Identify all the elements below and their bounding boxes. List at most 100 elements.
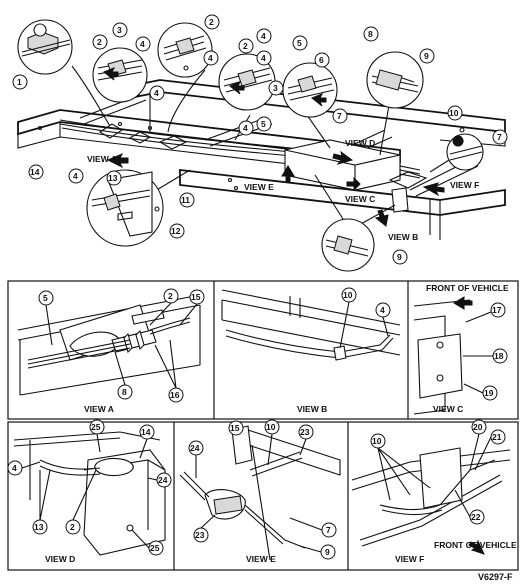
callout-8: 8 <box>363 26 379 42</box>
callout-18: 18 <box>492 348 508 364</box>
svg-text:4: 4 <box>73 171 78 181</box>
fuel-lines-overview <box>59 119 428 213</box>
view-b-label-overview: VIEW B <box>388 232 418 242</box>
callout-1: 1 <box>12 74 28 90</box>
svg-text:13: 13 <box>108 173 118 183</box>
svg-text:10: 10 <box>372 436 382 446</box>
detail-circle-clip-1 <box>17 19 73 75</box>
callout-4: 4 <box>238 120 254 136</box>
svg-text:2: 2 <box>70 522 75 532</box>
callout-10: 10 <box>447 105 463 121</box>
svg-text:5: 5 <box>261 119 266 129</box>
detail-circle-clip-10 <box>446 133 484 171</box>
callout-10: 10 <box>370 433 386 449</box>
callout-22: 22 <box>469 509 485 525</box>
callout-24: 24 <box>156 472 172 488</box>
callout-5: 5 <box>292 35 308 51</box>
svg-text:25: 25 <box>91 422 101 432</box>
svg-text:7: 7 <box>326 525 331 535</box>
callout-3: 3 <box>112 22 128 38</box>
callout-11: 11 <box>179 192 195 208</box>
svg-text:5: 5 <box>297 38 302 48</box>
svg-text:4: 4 <box>208 53 213 63</box>
view-b-label: VIEW B <box>297 404 327 414</box>
svg-text:20: 20 <box>473 422 483 432</box>
svg-text:8: 8 <box>368 29 373 39</box>
callout-4: 4 <box>135 36 151 52</box>
view-e-label-overview: VIEW E <box>244 182 274 192</box>
callout-2: 2 <box>65 519 81 535</box>
svg-text:25: 25 <box>150 543 160 553</box>
detail-circle-bracket-11-12-13 <box>86 169 164 247</box>
svg-text:23: 23 <box>300 427 310 437</box>
view-b-panel <box>221 289 401 361</box>
svg-text:9: 9 <box>325 547 330 557</box>
svg-text:11: 11 <box>181 195 190 205</box>
svg-text:17: 17 <box>492 305 502 315</box>
callout-21: 21 <box>490 429 506 445</box>
callout-4: 4 <box>256 28 272 44</box>
callout-2: 2 <box>163 288 179 304</box>
callout-14: 14 <box>139 424 155 440</box>
view-c-label-overview: VIEW C <box>345 194 375 204</box>
svg-text:24: 24 <box>158 475 168 485</box>
callout-23: 23 <box>298 424 314 440</box>
view-d-label: VIEW D <box>45 554 75 564</box>
callout-23: 23 <box>193 527 209 543</box>
figure-id: V6297-F <box>478 572 513 582</box>
view-c-label: VIEW C <box>433 404 463 414</box>
callout-13: 13 <box>106 170 122 186</box>
svg-text:3: 3 <box>117 25 122 35</box>
callout-9: 9 <box>320 544 336 560</box>
svg-text:13: 13 <box>34 522 44 532</box>
svg-text:10: 10 <box>266 422 276 432</box>
detail-circle-clip-9 <box>321 218 375 272</box>
detail-circle-clip-5-6-7 <box>282 62 338 118</box>
svg-text:2: 2 <box>97 37 102 47</box>
callout-17: 17 <box>490 302 506 318</box>
callout-12: 12 <box>169 223 185 239</box>
callout-19: 19 <box>482 385 498 401</box>
view-f-label-overview: VIEW F <box>450 180 479 190</box>
callout-25: 25 <box>89 419 105 435</box>
svg-text:14: 14 <box>30 167 40 177</box>
callout-7: 7 <box>492 129 508 145</box>
svg-text:24: 24 <box>190 443 200 453</box>
callout-25: 25 <box>148 540 164 556</box>
svg-text:15: 15 <box>191 292 201 302</box>
callout-5: 5 <box>256 116 272 132</box>
svg-text:4: 4 <box>12 463 17 473</box>
callout-9: 9 <box>419 48 435 64</box>
svg-text:5: 5 <box>43 293 48 303</box>
view-f-panel <box>351 447 511 547</box>
view-e-label: VIEW E <box>246 554 276 564</box>
svg-text:1: 1 <box>17 77 22 87</box>
callout-2: 2 <box>204 14 220 30</box>
svg-text:9: 9 <box>397 252 402 262</box>
callout-14: 14 <box>28 164 44 180</box>
callout-4: 4 <box>256 50 272 66</box>
svg-text:4: 4 <box>154 88 159 98</box>
callout-4: 4 <box>375 302 391 318</box>
view-d-panel <box>13 431 166 556</box>
callout-10: 10 <box>264 419 280 435</box>
callout-16: 16 <box>168 387 184 403</box>
svg-text:4: 4 <box>261 31 266 41</box>
callout-2: 2 <box>92 34 108 50</box>
svg-text:7: 7 <box>337 111 342 121</box>
view-a-label-overview: VIEW A <box>87 154 117 164</box>
callout-4: 4 <box>68 168 84 184</box>
view-arrows-overview <box>106 150 445 227</box>
svg-text:2: 2 <box>243 41 248 51</box>
svg-text:22: 22 <box>471 512 481 522</box>
svg-text:4: 4 <box>380 305 385 315</box>
bottom-row-frame <box>7 421 519 571</box>
svg-text:19: 19 <box>484 388 494 398</box>
front-of-vehicle-label-c: FRONT OF VEHICLE <box>426 283 509 293</box>
svg-text:9: 9 <box>424 51 429 61</box>
svg-text:14: 14 <box>141 427 151 437</box>
callout-4: 4 <box>7 460 23 476</box>
svg-text:3: 3 <box>273 83 278 93</box>
svg-text:10: 10 <box>343 290 353 300</box>
svg-text:8: 8 <box>122 387 127 397</box>
